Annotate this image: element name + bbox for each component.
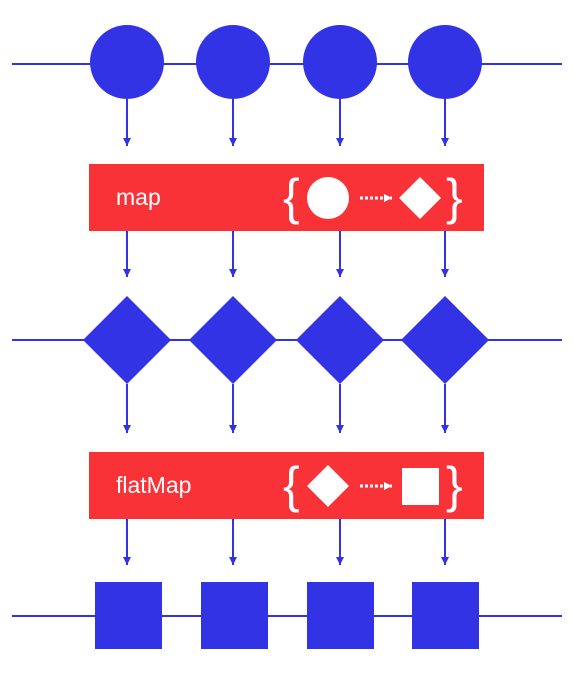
flatmap-operator: flatMap { } bbox=[89, 452, 484, 519]
operator-diamond-icon bbox=[307, 465, 349, 507]
arrows-into-map bbox=[123, 99, 449, 146]
open-brace: { bbox=[283, 457, 300, 513]
source-stream bbox=[12, 25, 562, 99]
map-operator-label: map bbox=[116, 184, 161, 210]
mapped-stream bbox=[12, 296, 562, 384]
circle-item-4 bbox=[408, 25, 482, 99]
operator-square-icon bbox=[402, 468, 439, 505]
square-item-3 bbox=[307, 582, 374, 649]
map-operator: map { } bbox=[89, 164, 484, 231]
close-brace: } bbox=[446, 457, 463, 513]
operator-diamond-icon bbox=[399, 177, 441, 219]
operator-circle-icon bbox=[307, 177, 349, 219]
close-brace: } bbox=[446, 169, 463, 225]
arrows-out-of-map bbox=[123, 231, 449, 277]
circle-item-2 bbox=[196, 25, 270, 99]
circle-item-3 bbox=[303, 25, 377, 99]
arrows-out-of-flatmap bbox=[123, 519, 449, 565]
arrows-into-flatmap bbox=[123, 384, 449, 433]
square-item-4 bbox=[412, 582, 479, 649]
circle-item-1 bbox=[90, 25, 164, 99]
diamond-item-3 bbox=[296, 296, 384, 384]
square-item-1 bbox=[95, 582, 162, 649]
diamond-item-2 bbox=[189, 296, 277, 384]
flatmapped-stream bbox=[12, 582, 562, 649]
flatmap-operator-label: flatMap bbox=[116, 472, 191, 498]
diamond-item-1 bbox=[83, 296, 171, 384]
open-brace: { bbox=[283, 169, 300, 225]
diamond-item-4 bbox=[401, 296, 489, 384]
square-item-2 bbox=[201, 582, 268, 649]
